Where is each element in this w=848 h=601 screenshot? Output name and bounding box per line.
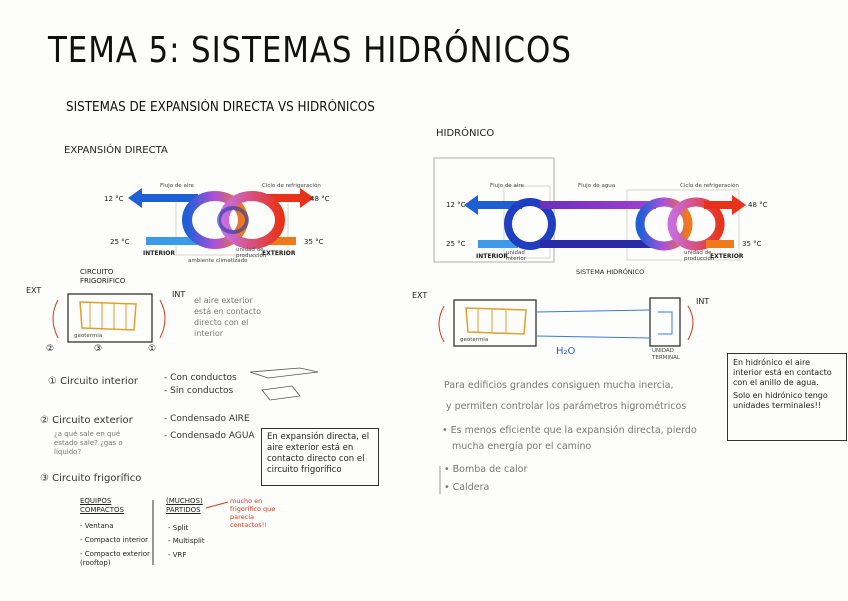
right-note-3: • Es menos eficiente que la expansión di… [442, 425, 697, 436]
right-exterior: EXTERIOR [710, 253, 744, 260]
h2o-label: H₂O [556, 346, 576, 357]
left-unidad-produccion: unidad de producción [236, 247, 267, 259]
left-flujo-aire: Flujo de aire [160, 183, 194, 189]
opt-condensado-aire: - Condensado AIRE [164, 414, 250, 424]
right-geotubo: geotermia [460, 337, 489, 343]
right-note-box-red: Solo en hidrónico tengo unidades termina… [733, 391, 828, 410]
left-num-2: ② [46, 344, 55, 354]
left-ambiente: ambiente climatizado [188, 258, 248, 264]
right-note-box: En hidrónico el aire interior está en co… [727, 353, 847, 441]
right-temp-top-right: 48 °C [748, 201, 768, 209]
right-ext-label: EXT [412, 291, 428, 300]
left-num-1: ① [148, 344, 157, 354]
right-note-box-text: En hidrónico el aire interior está en co… [733, 358, 832, 387]
partido-split: - Split [168, 524, 189, 532]
unit-sketches [249, 367, 319, 401]
left-temp-bottom-left: 25 °C [110, 238, 130, 246]
right-interior: INTERIOR [476, 253, 509, 260]
unidad-terminal-label: UNIDAD TERMINAL [652, 348, 680, 361]
equipo-compacto-exterior: - Compacto exterior (rooftop) [80, 550, 150, 567]
right-temp-top-left: 12 °C [446, 201, 466, 209]
left-ext-label: EXT [26, 286, 42, 295]
item-exterior-question: ¿a qué sale en qué estado sale? ¿gas o l… [54, 430, 123, 456]
left-ciclo: Ciclo de refrigeración [262, 183, 321, 189]
right-unidad-produccion: unidad de producción [684, 250, 715, 262]
page-title: TEMA 5: SISTEMAS HIDRÓNICOS [48, 30, 572, 71]
left-temp-top-right: 48 °C [310, 195, 330, 203]
left-note-box: En expansión directa, el aire exterior e… [261, 428, 379, 486]
left-diagram [128, 188, 314, 256]
item-circuito-frigorifico: ③ Circuito frigorífico [40, 473, 142, 484]
right-diagram [433, 157, 746, 263]
partidos-head: (MUCHOS) PARTIDOS [166, 497, 203, 514]
right-temp-bottom-right: 35 °C [742, 240, 762, 248]
red-note-left: mucho en frigorífico que parecía contact… [230, 497, 276, 529]
red-arrow [205, 501, 229, 509]
opt-con-conductos: - Con conductos [164, 373, 237, 383]
opt-condensado-agua: - Condensado AGUA [164, 431, 255, 441]
partido-vrf: - VRF [168, 551, 187, 559]
left-note-box-text: En expansión directa, el aire exterior e… [267, 432, 370, 475]
right-circuit-sketch [438, 297, 694, 347]
left-temp-top-left: 12 °C [104, 195, 124, 203]
item-circuito-interior: ① Circuito interior [48, 376, 138, 387]
right-note-6: • Caldera [444, 482, 490, 493]
left-geotubo: geotermia [74, 333, 103, 339]
opt-sin-conductos: - Sin conductos [164, 386, 234, 396]
right-note-2: y permiten controlar los parámetros higr… [446, 401, 687, 412]
right-flujo-agua: Flujo de agua [578, 183, 616, 189]
equipos-compactos-head: EQUIPOS COMPACTOS [80, 497, 124, 514]
left-exterior: EXTERIOR [262, 250, 296, 257]
left-interior: INTERIOR [143, 250, 176, 257]
right-unidad-interior: unidad interior [506, 250, 526, 262]
right-sistema: SISTEMA HIDRÓNICO [576, 268, 645, 276]
partido-multisplit: - Multisplit [168, 537, 205, 545]
right-note-1: Para edificios grandes consiguen mucha i… [444, 380, 674, 391]
item-circuito-exterior: ② Circuito exterior [40, 415, 133, 426]
right-heading: HIDRÓNICO [436, 128, 495, 139]
left-temp-bottom-right: 35 °C [304, 238, 324, 246]
right-note-4: mucha energía por el camino [452, 441, 592, 452]
left-circuit-sketch [52, 293, 166, 343]
right-note-5: • Bomba de calor [444, 464, 528, 475]
equipo-ventana: - Ventana [80, 522, 114, 530]
equipo-compacto-interior: - Compacto interior [80, 536, 148, 544]
left-int-note: el aire exterior está en contacto direct… [194, 296, 262, 338]
page-subtitle: SISTEMAS DE EXPANSIÓN DIRECTA VS HIDRÓNI… [66, 100, 375, 115]
left-num-3: ③ [94, 344, 103, 354]
right-ciclo: Ciclo de refrigeración [680, 183, 739, 189]
left-heading: EXPANSIÓN DIRECTA [64, 145, 168, 156]
right-temp-bottom-left: 25 °C [446, 240, 466, 248]
circuito-frigorifico-label: CIRCUITO FRIGORÍFICO [80, 268, 126, 285]
right-int-label: INT [696, 297, 710, 306]
left-int-label: INT [172, 290, 186, 299]
right-flujo-aire: Flujo de aire [490, 183, 524, 189]
